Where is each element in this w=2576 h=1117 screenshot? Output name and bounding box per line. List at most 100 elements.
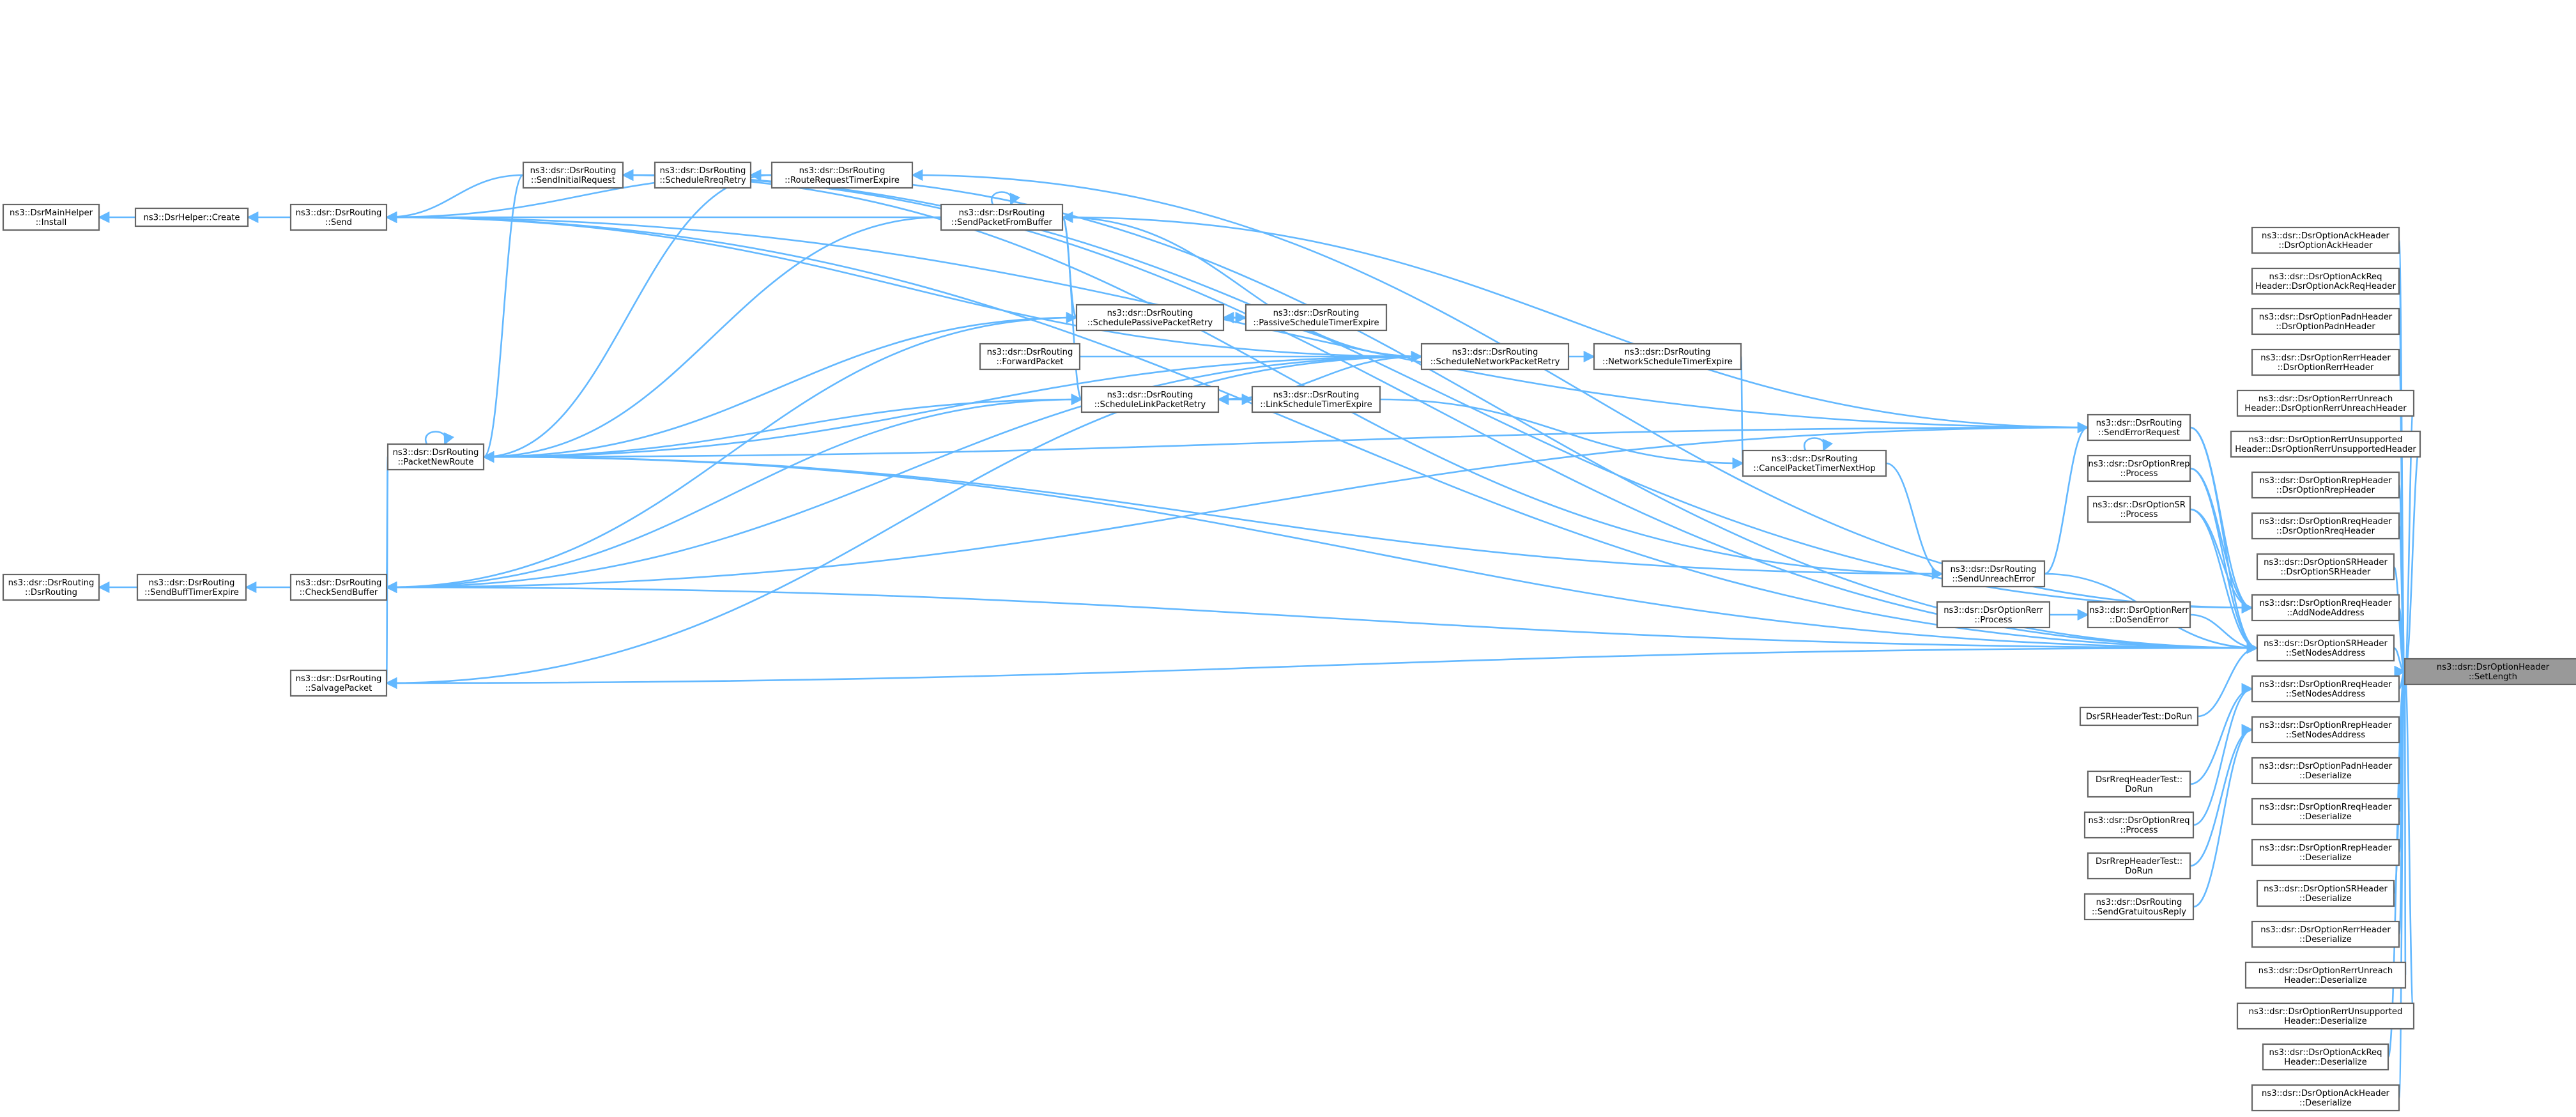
node-box	[979, 343, 1081, 371]
node-box	[2087, 495, 2191, 523]
node-box	[940, 203, 1064, 231]
edge-sendgratuitous-to-rrep_setnodes	[2193, 724, 2253, 908]
node-label-line: ns3::dsr::DsrOptionRerr	[2089, 606, 2189, 615]
node-salvage[interactable]: ns3::dsr::DsrRouting::SalvagePacket	[289, 669, 388, 697]
edge-schedpassive-to-packetnewroute	[482, 316, 1077, 463]
node-label-line: ::Process	[2120, 826, 2158, 835]
node-sr_setnodes[interactable]: ns3::dsr::DsrOptionSRHeader::SetNodesAdd…	[2256, 634, 2395, 662]
node-box	[1251, 385, 1381, 413]
node-rrep_deser[interactable]: ns3::dsr::DsrOptionRrepHeader::Deseriali…	[2251, 838, 2400, 867]
node-ack_deser[interactable]: ns3::dsr::DsrOptionAckHeader::Deserializ…	[2251, 1084, 2400, 1112]
node-box	[2236, 1002, 2415, 1030]
node-rerrunsup_deser[interactable]: ns3::dsr::DsrOptionRerrUnsupportedHeader…	[2236, 1002, 2415, 1030]
node-schednetretry[interactable]: ns3::dsr::DsrRouting::ScheduleNetworkPac…	[1420, 343, 1570, 371]
node-rerrunreach_ctor[interactable]: ns3::dsr::DsrOptionRerrUnreachHeader::Ds…	[2236, 389, 2415, 417]
node-rerrunsup_ctor[interactable]: ns3::dsr::DsrOptionRerrUnsupportedHeader…	[2230, 430, 2421, 458]
node-rreptest[interactable]: DsrRrepHeaderTest::DoRun	[2087, 852, 2191, 880]
edge-sendinitial-to-send	[385, 174, 524, 224]
node-helpercreate[interactable]: ns3::DsrHelper::Create	[134, 207, 249, 227]
node-schedpassive[interactable]: ns3::dsr::DsrRouting::SchedulePassivePac…	[1075, 304, 1225, 332]
node-label-line: ns3::dsr::DsrRouting	[8, 578, 95, 588]
node-rrep_setnodes[interactable]: ns3::dsr::DsrOptionRrepHeader::SetNodesA…	[2251, 716, 2400, 744]
node-box	[2087, 852, 2191, 880]
node-linkexpire[interactable]: ns3::dsr::DsrRouting::LinkScheduleTimerE…	[1251, 385, 1381, 413]
node-label-line: ns3::dsr::DsrOptionRreqHeader	[2259, 599, 2392, 608]
node-rreq_add[interactable]: ns3::dsr::DsrOptionRreqHeader::AddNodeAd…	[2251, 594, 2400, 622]
node-label-line: ::DsrOptionRreqHeader	[2276, 527, 2375, 536]
edge-cancelpacket-to-sendunreacherror	[1885, 462, 1943, 580]
node-box	[1420, 343, 1570, 371]
node-forwardpacket[interactable]: ns3::dsr::DsrRouting::ForwardPacket	[979, 343, 1081, 371]
edge-routereqexpire-to-packetnewroute	[482, 174, 772, 463]
node-sr_process[interactable]: ns3::dsr::DsrOptionSR::Process	[2087, 495, 2191, 523]
node-label-line: ::CheckSendBuffer	[300, 588, 378, 597]
node-rreq_setnodes[interactable]: ns3::dsr::DsrOptionRreqHeader::SetNodesA…	[2251, 675, 2400, 703]
node-label-line: DsrRreqHeaderTest::	[2096, 775, 2182, 785]
node-sendinitial[interactable]: ns3::dsr::DsrRouting::SendInitialRequest	[522, 161, 624, 189]
node-sr_deser[interactable]: ns3::dsr::DsrOptionSRHeader::Deserialize	[2256, 879, 2395, 907]
edge-sendfrombuffer-to-schedlink	[1061, 216, 1083, 405]
node-box	[2230, 430, 2421, 458]
node-label-line: ::Deserialize	[2299, 1098, 2352, 1108]
node-label-line: ns3::dsr::DsrRouting	[1273, 390, 1360, 400]
node-sendunreacherror[interactable]: ns3::dsr::DsrRouting::SendUnreachError	[1941, 560, 2046, 588]
node-rrep_ctor[interactable]: ns3::dsr::DsrOptionRrepHeader::DsrOption…	[2251, 471, 2400, 499]
node-cancelpacket[interactable]: ns3::dsr::DsrRouting::CancelPacketTimerN…	[1742, 449, 1887, 477]
node-packetnewroute[interactable]: ns3::dsr::DsrRouting::PacketNewRoute	[387, 443, 485, 471]
node-dosenderror[interactable]: ns3::dsr::DsrOptionRerr::DoSendError	[2087, 601, 2191, 629]
node-routereqexpire[interactable]: ns3::dsr::DsrRouting::RouteRequestTimerE…	[770, 161, 914, 189]
node-checksendbuffer[interactable]: ns3::dsr::DsrRouting::CheckSendBuffer	[289, 573, 388, 601]
node-box	[2, 573, 100, 601]
node-buffexpire[interactable]: ns3::dsr::DsrRouting::SendBuffTimerExpir…	[136, 573, 247, 601]
node-rrep_process[interactable]: ns3::dsr::DsrOptionRrep::Process	[2087, 454, 2191, 482]
node-label-line: ns3::dsr::DsrRouting	[530, 166, 617, 176]
node-passiveexpire[interactable]: ns3::dsr::DsrRouting::PassiveScheduleTim…	[1245, 304, 1388, 332]
edge-sr_setnodes-to-checksendbuffer	[385, 581, 2258, 649]
node-box	[1742, 449, 1887, 477]
node-sendgratuitous[interactable]: ns3::dsr::DsrRouting::SendGratuitousRepl…	[2083, 893, 2195, 921]
node-padn_ctor[interactable]: ns3::dsr::DsrOptionPadnHeader::DsrOption…	[2251, 307, 2400, 335]
edge-srtest-to-sr_setnodes	[2197, 642, 2258, 718]
node-dsrctor[interactable]: ns3::dsr::DsrRouting::DsrRouting	[2, 573, 100, 601]
node-label-line: ns3::dsr::DsrRouting	[296, 674, 382, 684]
node-sendfrombuffer[interactable]: ns3::dsr::DsrRouting::SendPacketFromBuff…	[940, 203, 1064, 231]
node-setlength[interactable]: ns3::dsr::DsrOptionHeader::SetLength	[2404, 658, 2576, 686]
node-padn_deser[interactable]: ns3::dsr::DsrOptionPadnHeader::Deseriali…	[2251, 757, 2400, 785]
node-label-line: ::Deserialize	[2299, 853, 2352, 863]
node-rreq_deser[interactable]: ns3::dsr::DsrOptionRreqHeader::Deseriali…	[2251, 797, 2400, 826]
edge-sendfrombuffer-to-packetnewroute	[482, 216, 942, 463]
edge-packetnewroute-to-salvage	[385, 456, 399, 685]
node-send[interactable]: ns3::dsr::DsrRouting::Send	[289, 203, 388, 231]
node-rerr_process[interactable]: ns3::dsr::DsrOptionRerr::Process	[1936, 601, 2051, 629]
node-label-line: ::PacketNewRoute	[397, 458, 473, 467]
node-box	[2083, 811, 2195, 839]
node-label-line: ns3::dsr::DsrOptionRerrHeader	[2260, 925, 2391, 935]
node-label-line: Header::Deserialize	[2284, 1058, 2366, 1067]
node-rreqtest[interactable]: DsrRreqHeaderTest::DoRun	[2087, 770, 2191, 798]
node-box	[2236, 389, 2415, 417]
edge-schednetretry-to-salvage	[385, 355, 1422, 689]
edge-schedlink-to-packetnewroute	[482, 398, 1082, 463]
node-ackreq_deser[interactable]: ns3::dsr::DsrOptionAckReqHeader::Deseria…	[2262, 1043, 2389, 1071]
node-box	[2251, 797, 2400, 826]
node-label-line: ::DsrOptionRerrHeader	[2278, 363, 2374, 373]
node-mainhelper[interactable]: ns3::DsrMainHelper::Install	[2, 203, 100, 231]
node-rerr_ctor[interactable]: ns3::dsr::DsrOptionRerrHeader::DsrOption…	[2251, 348, 2400, 376]
node-label-line: Header::DsrOptionRerrUnreachHeader	[2244, 404, 2407, 413]
node-netschedexpire[interactable]: ns3::dsr::DsrRouting::NetworkScheduleTim…	[1593, 343, 1742, 371]
node-label-line: ns3::dsr::DsrOptionRerrHeader	[2260, 353, 2391, 363]
node-rerrunreach_deser[interactable]: ns3::dsr::DsrOptionRerrUnreachHeader::De…	[2244, 961, 2407, 989]
node-label-line: ::SendGratuitousReply	[2092, 907, 2186, 917]
node-schedreqretry[interactable]: ns3::dsr::DsrRouting::ScheduleRreqRetry	[654, 161, 752, 189]
node-schedlink[interactable]: ns3::dsr::DsrRouting::ScheduleLinkPacket…	[1080, 385, 1220, 413]
node-ackreq_ctor[interactable]: ns3::dsr::DsrOptionAckReqHeader::DsrOpti…	[2251, 267, 2400, 295]
node-ackhdr_ctor[interactable]: ns3::dsr::DsrOptionAckHeader::DsrOptionA…	[2251, 226, 2400, 254]
node-label-line: ns3::dsr::DsrOptionHeader	[2437, 663, 2550, 672]
node-rerr_deser[interactable]: ns3::dsr::DsrOptionRerrHeader::Deseriali…	[2251, 920, 2400, 948]
node-sr_ctor[interactable]: ns3::dsr::DsrOptionSRHeader::DsrOptionSR…	[2256, 553, 2395, 581]
node-label-line: DsrRrepHeaderTest::	[2096, 857, 2182, 867]
node-rreq_process[interactable]: ns3::dsr::DsrOptionRreq::Process	[2083, 811, 2195, 839]
node-rreq_ctor[interactable]: ns3::dsr::DsrOptionRreqHeader::DsrOption…	[2251, 512, 2400, 540]
node-senderrorrequest[interactable]: ns3::dsr::DsrRouting::SendErrorRequest	[2087, 413, 2191, 442]
node-srtest[interactable]: DsrSRHeaderTest::DoRun	[2079, 706, 2199, 727]
